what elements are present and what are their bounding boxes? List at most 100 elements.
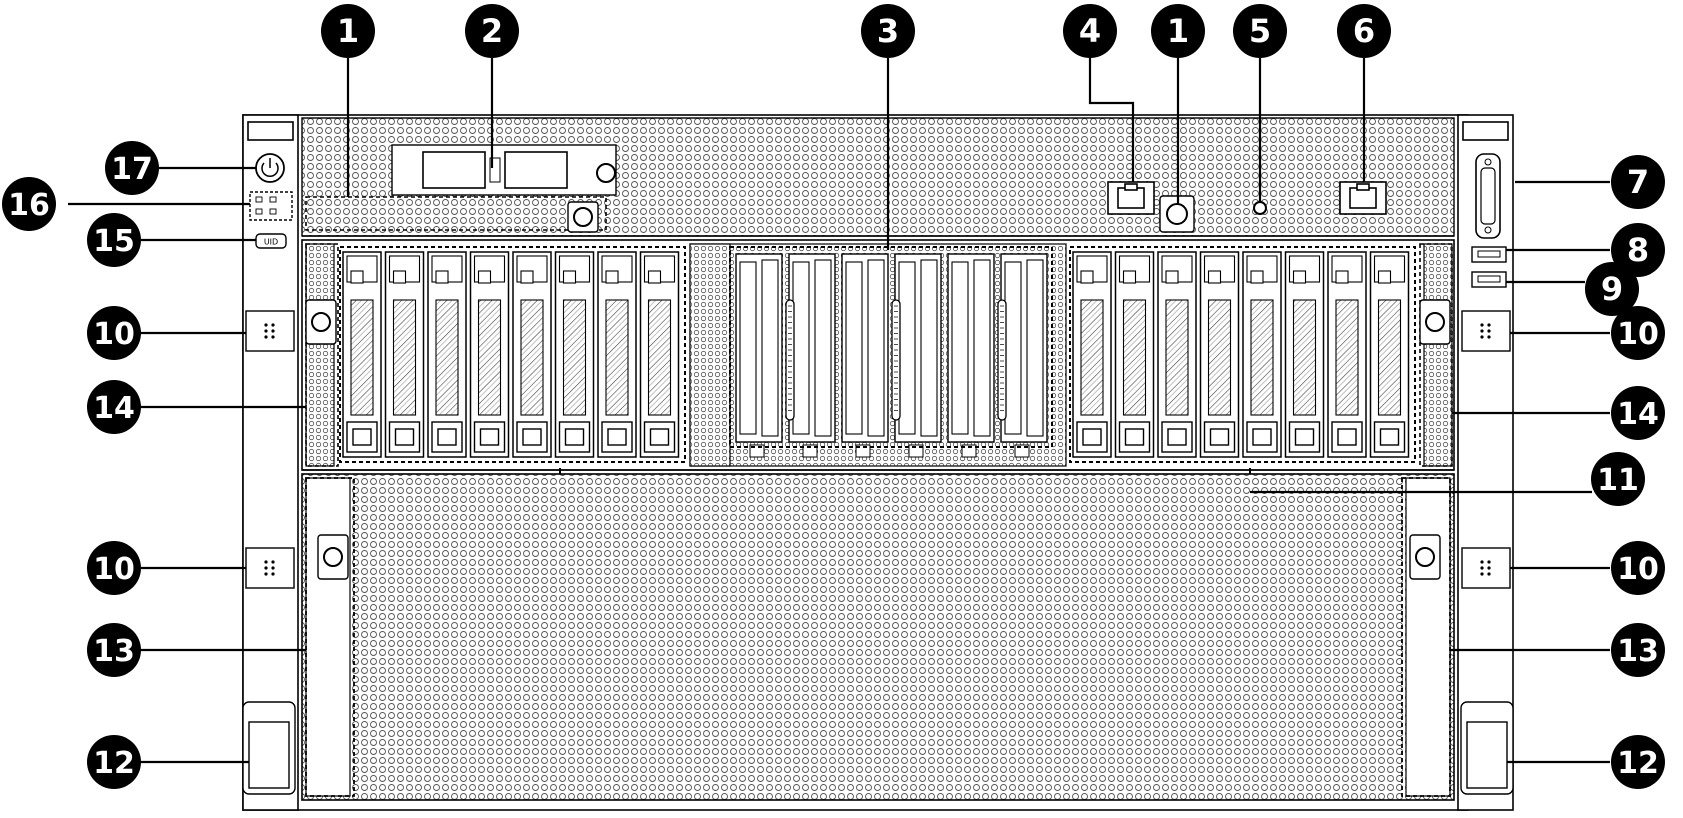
mgmt-port-icon — [1107, 181, 1155, 215]
callout-17: 17 — [105, 141, 159, 195]
latch-right-top — [1461, 310, 1511, 352]
callout-12: 12 — [87, 735, 141, 789]
callout-marker — [1233, 4, 1287, 58]
callout-label: 12 — [93, 746, 135, 781]
center-slot-5[interactable] — [947, 253, 995, 458]
left-drive-2[interactable] — [384, 251, 425, 458]
left-drive-3[interactable] — [427, 251, 467, 458]
callout-marker — [87, 213, 141, 267]
top-io-panel — [301, 117, 1455, 237]
callout-marker — [1611, 541, 1665, 595]
latch-left-bottom — [245, 547, 295, 589]
lower-screw-right-icon — [1415, 547, 1435, 567]
callout-label: 5 — [1249, 12, 1271, 50]
callout-5: 5 — [1233, 4, 1287, 58]
callout-label: 10 — [93, 552, 135, 587]
callout-14: 14 — [87, 380, 141, 434]
callout-marker — [105, 141, 159, 195]
ocp-port-1 — [422, 151, 486, 189]
callout-label: 15 — [93, 224, 135, 259]
callout-label: 11 — [1597, 463, 1639, 498]
left-ear-tab — [247, 121, 294, 141]
callout-1: 1 — [1151, 4, 1205, 58]
riser-screw-left-icon — [573, 207, 593, 227]
left-drive-7[interactable] — [597, 251, 637, 458]
drive-group-right — [1072, 251, 1410, 458]
lower-panel — [301, 473, 1455, 801]
lower-mesh — [301, 473, 1455, 801]
callout-marker — [321, 4, 375, 58]
bottom-handles — [242, 701, 1514, 795]
lower-screw-left-icon — [323, 547, 343, 567]
callout-label: 1 — [1167, 12, 1189, 50]
right-drive-3[interactable] — [1157, 251, 1197, 458]
center-slot-1[interactable] — [735, 253, 783, 458]
callout-label: 16 — [8, 188, 50, 223]
latch-right-bottom — [1461, 547, 1511, 589]
left-drive-5[interactable] — [512, 251, 552, 458]
center-slot-3[interactable] — [841, 253, 889, 458]
callout-label: 9 — [1601, 270, 1623, 308]
callout-marker — [1611, 623, 1665, 677]
callout-label: 10 — [1617, 317, 1659, 352]
callout-4: 4 — [1063, 4, 1117, 58]
callout-label: 13 — [93, 634, 135, 669]
ear-latches — [245, 310, 1511, 589]
callout-marker — [87, 735, 141, 789]
right-ear-tab — [1462, 121, 1509, 141]
callout-marker — [465, 4, 519, 58]
callout-marker — [861, 4, 915, 58]
callout-11: 11 — [1591, 452, 1645, 506]
left-drive-4[interactable] — [469, 251, 510, 458]
callout-label: 12 — [1617, 746, 1659, 781]
handle-left-inner — [248, 721, 290, 789]
callout-label: 7 — [1627, 163, 1649, 201]
handle-right-inner — [1466, 721, 1508, 789]
callout-14: 14 — [1611, 386, 1665, 440]
callout-13: 13 — [1611, 623, 1665, 677]
right-drive-5[interactable] — [1242, 251, 1282, 458]
callout-9: 9 — [1585, 262, 1639, 316]
callout-label: 3 — [877, 12, 899, 50]
status-leds — [249, 191, 293, 221]
callout-label: 14 — [93, 391, 135, 426]
callout-marker — [1611, 735, 1665, 789]
callout-label: 17 — [111, 152, 153, 187]
left-drive-8[interactable] — [639, 251, 680, 458]
lower-module-right — [1401, 477, 1451, 797]
callout-marker — [1611, 386, 1665, 440]
drive-cage-screw-right-icon — [1425, 312, 1445, 332]
callout-label: 14 — [1617, 397, 1659, 432]
right-drive-1[interactable] — [1072, 251, 1112, 458]
callout-marker — [1611, 223, 1665, 277]
left-drive-1[interactable] — [342, 251, 382, 458]
center-slots-outline — [729, 246, 1053, 448]
side-module-left — [305, 243, 339, 467]
center-slot-4[interactable] — [891, 253, 942, 458]
center-slot-2[interactable] — [785, 253, 836, 458]
right-drive-4[interactable] — [1199, 251, 1240, 458]
center-slot-6[interactable] — [997, 253, 1048, 458]
callout-15: 15 — [87, 213, 141, 267]
callout-10: 10 — [87, 306, 141, 360]
left-ear — [242, 114, 299, 811]
callout-7: 7 — [1611, 155, 1665, 209]
callout-marker — [87, 306, 141, 360]
callout-10: 10 — [87, 541, 141, 595]
right-drive-8[interactable] — [1369, 251, 1410, 458]
callout-marker — [1585, 262, 1639, 316]
callout-label: 10 — [93, 317, 135, 352]
callout-10: 10 — [1611, 541, 1665, 595]
callout-label: 2 — [481, 12, 503, 50]
right-drive-6[interactable] — [1284, 251, 1325, 458]
callout-marker — [2, 177, 56, 231]
right-drive-2[interactable] — [1114, 251, 1155, 458]
callout-label: 13 — [1617, 634, 1659, 669]
callout-marker — [1151, 4, 1205, 58]
right-drive-7[interactable] — [1327, 251, 1367, 458]
center-slots — [735, 253, 1048, 458]
drive-group-left — [342, 251, 680, 458]
left-drive-6[interactable] — [554, 251, 595, 458]
side-module-right — [1419, 243, 1453, 467]
callout-16: 16 — [2, 177, 56, 231]
